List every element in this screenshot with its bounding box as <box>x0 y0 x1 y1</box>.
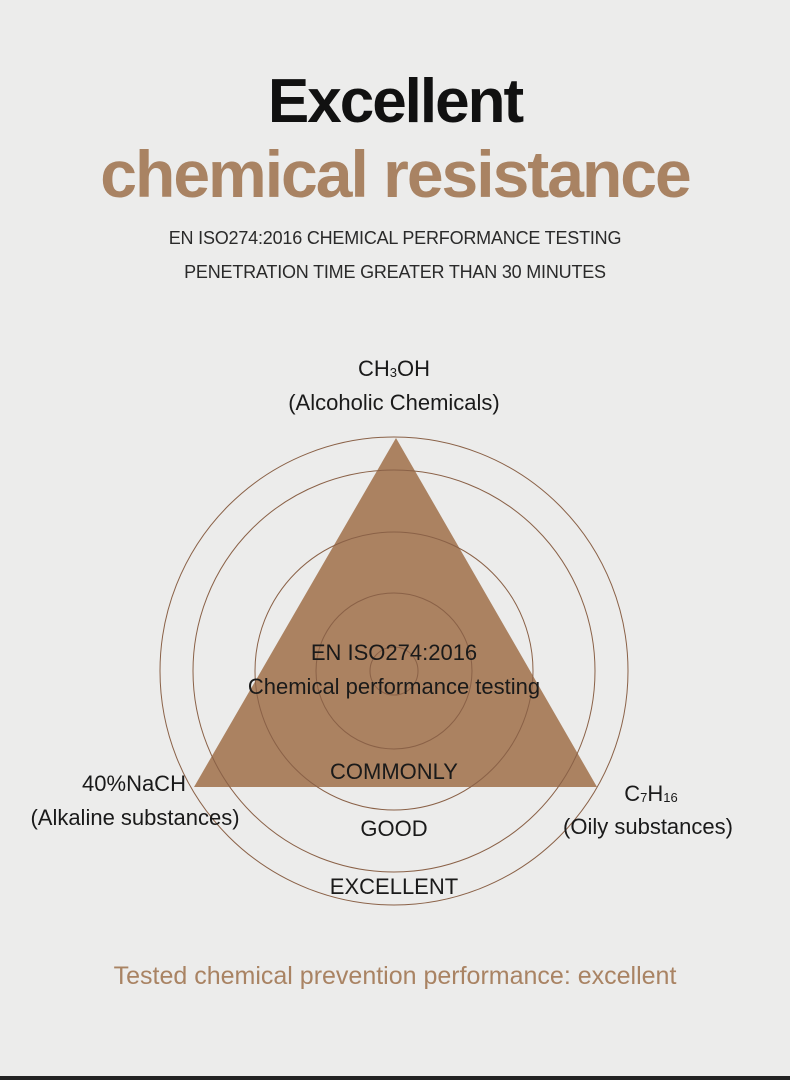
ring-label-commonly: COMMONLY <box>330 759 458 784</box>
ring-commonly <box>254 531 534 811</box>
footer-caption: Tested chemical prevention performance: … <box>113 962 677 990</box>
left-description: (Alkaline substances) <box>30 805 240 830</box>
subtitle-line-2: PENETRATION TIME GREATER THAN 30 MINUTES <box>184 262 606 282</box>
right-formula: C7H16 <box>624 781 678 806</box>
bottom-divider <box>0 1076 790 1080</box>
top-formula: CH3OH <box>357 356 430 381</box>
top-description: (Alcoholic Chemicals) <box>288 390 500 415</box>
title-line-2: chemical resistance <box>100 137 691 211</box>
center-line-2: Chemical performance testing <box>247 674 541 699</box>
center-line-1: EN ISO274:2016 <box>310 640 478 665</box>
performance-triangle <box>194 438 597 787</box>
right-description: (Oily substances) <box>563 814 733 839</box>
ring-good <box>192 469 596 873</box>
ring-label-excellent: EXCELLENT <box>329 874 459 899</box>
ring-excellent <box>159 436 629 906</box>
ring-label-good: GOOD <box>360 816 428 841</box>
ring-inner <box>315 592 473 750</box>
left-formula: 40%NaCH <box>82 771 186 796</box>
title-line-1: Excellent <box>267 67 524 136</box>
ring-innermost <box>369 646 419 696</box>
subtitle-line-1: EN ISO274:2016 CHEMICAL PERFORMANCE TEST… <box>168 228 622 248</box>
